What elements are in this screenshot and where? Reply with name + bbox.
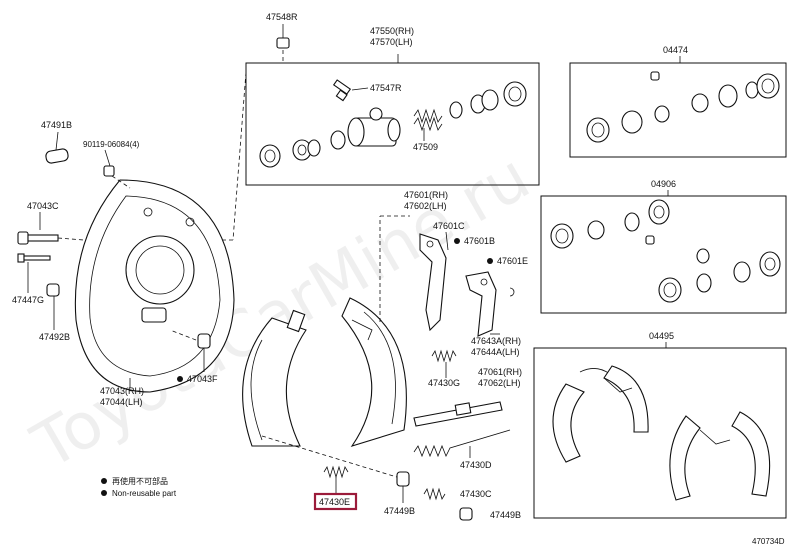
label-47430G[interactable]: 47430G [428,378,460,388]
label-47043C[interactable]: 47043C [27,201,59,211]
label-47644A[interactable]: 47644A(LH) [471,347,520,357]
kit-04474-parts [586,71,780,143]
cylinder-spring [413,108,443,132]
label-47601B[interactable]: 47601B [464,236,495,246]
label-47509[interactable]: 47509 [413,142,438,152]
bleeder-screw [332,79,352,102]
label-47062[interactable]: 47062(LH) [478,378,521,388]
label-47043F[interactable]: 47043F [187,374,218,384]
label-47602[interactable]: 47602(LH) [404,201,447,211]
label-47492B[interactable]: 47492B [39,332,70,342]
spring-47430D [413,429,511,458]
label-47548R[interactable]: 47548R [266,12,298,22]
cup-47449B [459,507,473,521]
kit-04495-shoes [552,365,771,501]
label-47601E[interactable]: 47601E [497,256,528,266]
label-47044[interactable]: 47044(LH) [100,397,143,407]
kit-04495-box [533,347,787,519]
label-47061[interactable]: 47061(RH) [478,367,522,377]
grommet-47043F [197,333,211,349]
diagram-ref: 470734D [752,537,785,546]
bolt-90119 [103,165,115,177]
label-47601[interactable]: 47601(RH) [404,190,448,200]
wheel-cylinder-body [347,107,401,147]
legend-line-1: 再使用不可部品 [112,476,168,486]
adjuster-strut-47061 [413,401,503,427]
label-04906[interactable]: 04906 [651,179,676,189]
spring-47430G [431,349,457,363]
label-47043[interactable]: 47043(RH) [100,386,144,396]
label-47550[interactable]: 47550(RH) [370,26,414,36]
kit-04906-parts [550,199,781,303]
label-90119[interactable]: 90119-06084(4) [83,140,140,149]
label-47430D[interactable]: 47430D [460,460,492,470]
non-reusable-dot [454,238,460,244]
legend-dot-2 [101,490,107,496]
piston-cups-left [259,130,346,168]
stud-47447G [17,253,51,263]
backing-plate [74,179,235,393]
bolt-47043C [17,231,59,245]
adjuster-lever-47643A [465,271,497,337]
label-47430C[interactable]: 47430C [460,489,492,499]
label-47643A[interactable]: 47643A(RH) [471,336,521,346]
spring-47430E [323,465,349,479]
label-47570[interactable]: 47570(LH) [370,37,413,47]
kit-04906-box [540,195,787,314]
brake-shoe-front [242,309,307,447]
plug-47491B [45,148,69,164]
highlight-47430E[interactable] [313,492,358,511]
label-47547R[interactable]: 47547R [370,83,402,93]
nut-47449B [396,471,410,487]
bleeder-plug [276,37,290,49]
nut-47492B [46,283,60,297]
label-47449B-right[interactable]: 47449B [490,510,521,520]
spring-47430C [423,487,446,501]
legend-dot-1 [101,478,107,484]
label-47491B[interactable]: 47491B [41,120,72,130]
label-47449B-left[interactable]: 47449B [384,506,415,516]
legend-line-2: Non-reusable part [112,489,177,498]
label-47601C[interactable]: 47601C [433,221,465,231]
wheel-cylinder-box [245,62,540,186]
label-04495[interactable]: 04495 [649,331,674,341]
piston-cups-right [449,81,527,119]
label-47447G[interactable]: 47447G [12,295,44,305]
brake-shoe-rear [341,297,407,447]
non-reusable-dot [487,258,493,264]
kit-04474-box [569,62,787,158]
label-47430E[interactable]: 47430E [319,497,350,507]
non-reusable-dot [177,376,183,382]
parking-lever-47601 [419,233,447,332]
label-04474[interactable]: 04474 [663,45,688,55]
